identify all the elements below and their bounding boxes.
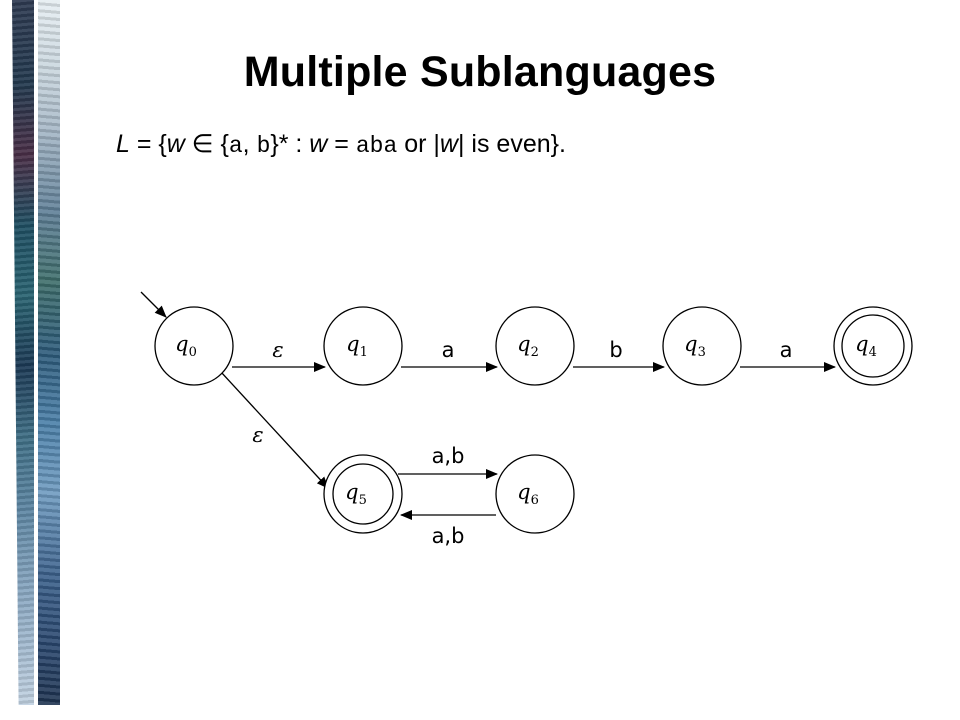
formula-part: = { — [129, 130, 167, 158]
state-q6-subscript: 6 — [531, 493, 539, 508]
label-q5-q6: a,b — [432, 444, 465, 468]
formula-part: a — [228, 133, 243, 159]
label-q0-q1: ε — [272, 338, 283, 362]
state-q3-subscript: 3 — [698, 345, 706, 360]
formula-part: ∈ { — [184, 130, 229, 158]
label-q6-q5: a,b — [432, 524, 465, 548]
formula-part: w — [309, 130, 328, 158]
state-q5: q5 — [323, 454, 403, 534]
formula-part: or | — [397, 130, 440, 158]
formula-part: L — [116, 130, 130, 158]
state-q1-subscript: 1 — [360, 345, 368, 360]
state-q3-name: q — [684, 332, 697, 356]
state-q4-subscript: 4 — [869, 345, 877, 360]
state-q3: q3 — [662, 306, 742, 386]
state-q0: q0 — [154, 306, 234, 386]
state-q4: q4 — [833, 306, 913, 386]
label-q0-q5: ε — [252, 423, 263, 447]
label-q3-q4: a — [780, 338, 793, 362]
svg-text:q6: q6 — [517, 480, 539, 508]
formula-part: w — [166, 130, 185, 158]
state-q1: q1 — [323, 306, 403, 386]
decorative-side-strip-right — [38, 0, 60, 705]
state-q6-name: q — [517, 480, 530, 504]
state-q0-name: q — [175, 332, 188, 356]
formula-part: , — [242, 130, 257, 158]
svg-text:q0: q0 — [175, 332, 197, 360]
start-arrow — [140, 291, 167, 318]
state-q2: q2 — [495, 306, 575, 386]
state-q1-name: q — [346, 332, 359, 356]
formula-part: }* : — [270, 130, 310, 158]
transition-q0-q5 — [220, 371, 329, 489]
svg-text:q2: q2 — [517, 332, 539, 360]
formula-part: aba — [355, 133, 398, 159]
decorative-side-strip-left — [12, 0, 34, 705]
state-q0-subscript: 0 — [189, 345, 197, 360]
state-q2-subscript: 2 — [531, 345, 539, 360]
formula-part: w — [439, 130, 458, 158]
language-definition: L = {w ∈ {a, b}* : w = aba or |w| is eve… — [116, 127, 566, 163]
svg-text:q5: q5 — [345, 480, 367, 508]
slide-title: Multiple Sublanguages — [243, 48, 717, 96]
state-q6: q6 — [495, 454, 575, 534]
formula-part: b — [256, 133, 271, 159]
label-q2-q3: b — [609, 338, 622, 362]
state-q2-name: q — [517, 332, 530, 356]
state-q4-name: q — [855, 332, 868, 356]
state-q5-subscript: 5 — [359, 493, 367, 508]
formula-part: = — [327, 130, 356, 158]
svg-text:q4: q4 — [855, 332, 877, 360]
svg-text:q1: q1 — [346, 332, 368, 360]
state-q5-name: q — [345, 480, 358, 504]
label-q1-q2: a — [442, 338, 455, 362]
formula-part: | is even}. — [457, 130, 566, 158]
svg-text:q3: q3 — [684, 332, 706, 360]
